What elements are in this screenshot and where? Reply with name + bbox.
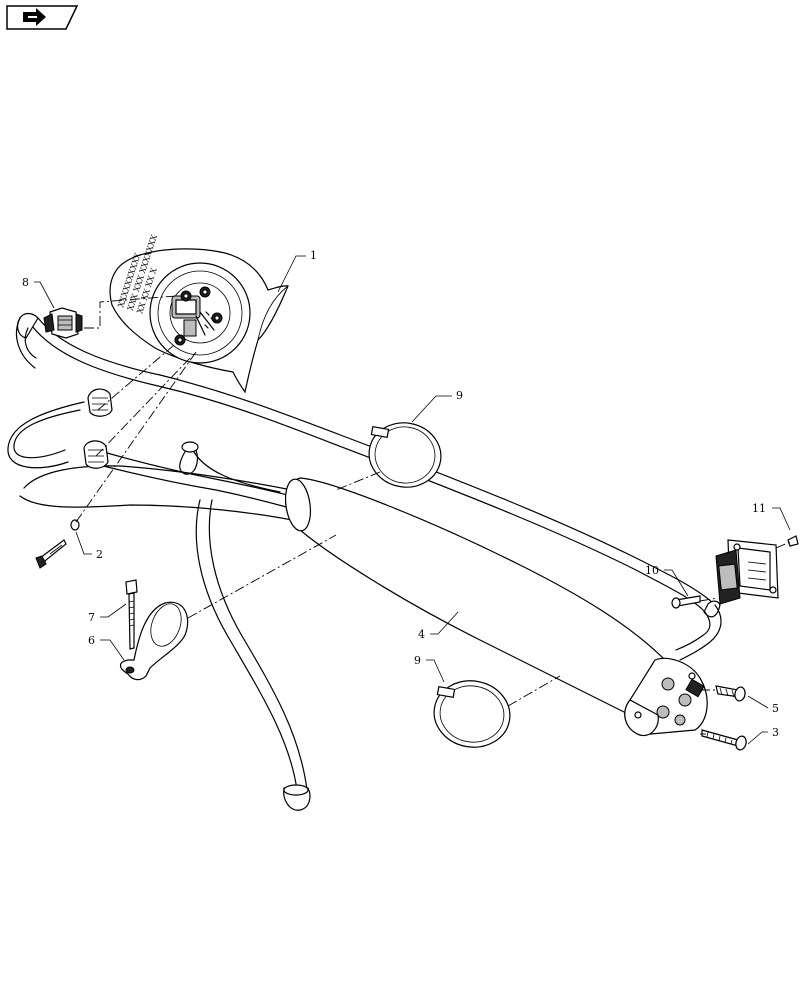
screw-part-2 [35, 519, 80, 569]
callout-11: 11 [752, 502, 791, 531]
light-assembly: XXXXXXXXXX XXX XXX XXXXXXX XX XX XX X [109, 233, 289, 394]
p-clamp-part-6 [119, 601, 189, 681]
screw-part-10 [671, 595, 701, 609]
screw-part-3 [701, 729, 747, 751]
svg-text:3: 3 [772, 726, 779, 739]
callout-4: 4 [418, 611, 459, 641]
svg-text:6: 6 [88, 634, 95, 647]
svg-text:4: 4 [418, 628, 425, 641]
callout-2: 2 [75, 531, 103, 561]
callout-6: 6 [88, 634, 125, 661]
harness-connector-housing [624, 657, 708, 737]
svg-text:7: 7 [88, 611, 95, 624]
light-connector-cluster [171, 286, 223, 346]
svg-text:8: 8 [22, 276, 29, 289]
harness-plug-upper [87, 388, 113, 417]
svg-text:1: 1 [310, 249, 317, 262]
screw-part-11 [787, 535, 799, 547]
svg-text:11: 11 [752, 502, 766, 515]
callout-8: 8 [22, 276, 55, 309]
svg-text:10: 10 [645, 564, 659, 577]
harness-plug-lower [83, 440, 109, 469]
callout-9-lower: 9 [414, 654, 445, 683]
wire-harness [7, 312, 722, 811]
callout-1: 1 [277, 249, 317, 293]
bolt-part-7 [125, 579, 138, 650]
svg-text:2: 2 [96, 548, 103, 561]
assembly-lines [75, 295, 791, 735]
screw-part-5 [715, 685, 746, 702]
cable-tie-lower [433, 680, 511, 748]
callout-7: 7 [88, 603, 127, 624]
svg-text:9: 9 [456, 389, 463, 402]
callout-9-upper: 9 [411, 389, 463, 423]
svg-text:9: 9 [414, 654, 421, 667]
svg-text:5: 5 [772, 702, 779, 715]
connector-part-8 [43, 307, 83, 339]
cable-tie-upper [368, 422, 442, 488]
arrow-right-icon [23, 8, 46, 26]
callout-5: 5 [747, 695, 779, 715]
callout-3: 3 [747, 726, 779, 745]
next-page-button[interactable] [6, 5, 78, 30]
callout-10: 10 [645, 564, 689, 597]
connector-block-housing [715, 539, 779, 605]
